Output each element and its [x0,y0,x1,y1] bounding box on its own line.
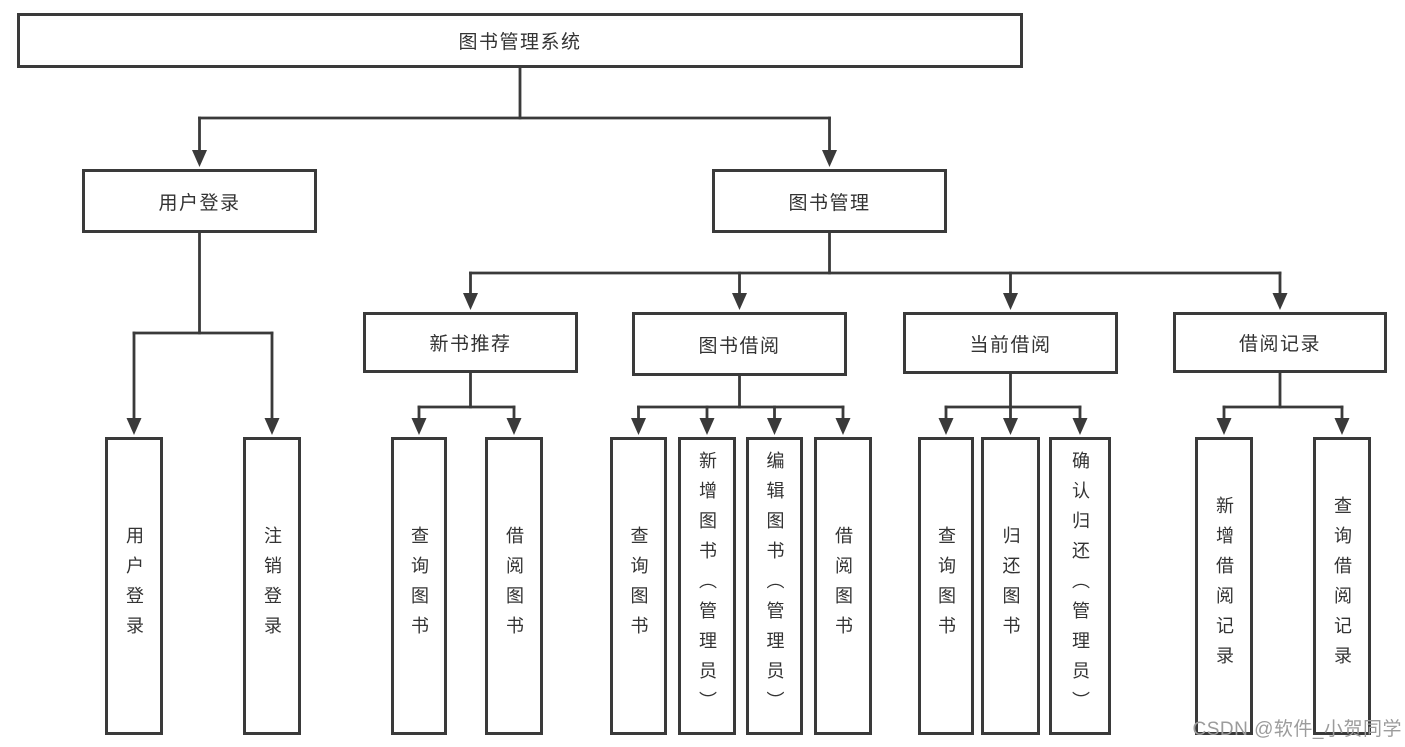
node-logout: 注销登录 [243,437,301,735]
node-query-borrow-record-label: 查询借阅记录 [1332,496,1352,676]
node-new-book-recommend: 新书推荐 [363,312,578,373]
node-user-login-action: 用户登录 [105,437,163,735]
node-borrow-books: 借阅图书 [814,437,872,735]
node-confirm-return-admin: 确认归还（管理员） [1049,437,1111,735]
node-new-book-recommend-label: 新书推荐 [429,334,512,355]
node-borrowing-records-label: 借阅记录 [1238,334,1321,355]
node-book-management: 图书管理 [712,169,947,233]
arrowheads [126,150,1350,435]
node-edit-books-admin-label: 编辑图书（管理员） [764,451,785,721]
node-add-books-admin-label: 新增图书（管理员） [697,451,717,721]
node-borrow-query-books: 查询图书 [610,437,667,735]
node-book-management-label: 图书管理 [788,192,871,214]
node-current-borrowing: 当前借阅 [903,312,1118,374]
node-user-login-label: 用户登录 [158,192,241,214]
node-borrowing-records: 借阅记录 [1173,312,1387,373]
node-query-borrow-record: 查询借阅记录 [1313,437,1371,735]
node-current-borrowing-label: 当前借阅 [969,334,1052,356]
node-edit-books-admin: 编辑图书（管理员） [746,437,803,735]
node-borrow-books-label: 借阅图书 [833,526,853,646]
node-current-query-books: 查询图书 [918,437,974,735]
node-book-borrowing-label: 图书借阅 [698,335,781,357]
node-confirm-return-admin-label: 确认归还（管理员） [1070,451,1090,721]
node-logout-label: 注销登录 [262,526,282,646]
node-user-login: 用户登录 [82,169,317,233]
node-add-borrow-record: 新增借阅记录 [1195,437,1253,735]
node-newbook-borrow-books-label: 借阅图书 [504,526,524,646]
node-book-borrowing: 图书借阅 [632,312,847,376]
node-add-borrow-record-label: 新增借阅记录 [1214,496,1234,676]
node-newbook-borrow-books: 借阅图书 [485,437,543,735]
node-add-books-admin: 新增图书（管理员） [678,437,736,735]
node-return-books-label: 归还图书 [1000,526,1021,646]
node-root-label: 图书管理系统 [458,32,582,53]
node-current-query-books-label: 查询图书 [936,526,956,646]
node-root: 图书管理系统 [17,13,1023,68]
node-newbook-query-books: 查询图书 [391,437,447,735]
node-borrow-query-books-label: 查询图书 [628,526,649,646]
node-user-login-action-label: 用户登录 [124,526,144,646]
node-return-books: 归还图书 [981,437,1040,735]
csdn-watermark: CSDN @软件_小贺同学 [1192,719,1402,740]
node-newbook-query-books-label: 查询图书 [409,526,429,646]
